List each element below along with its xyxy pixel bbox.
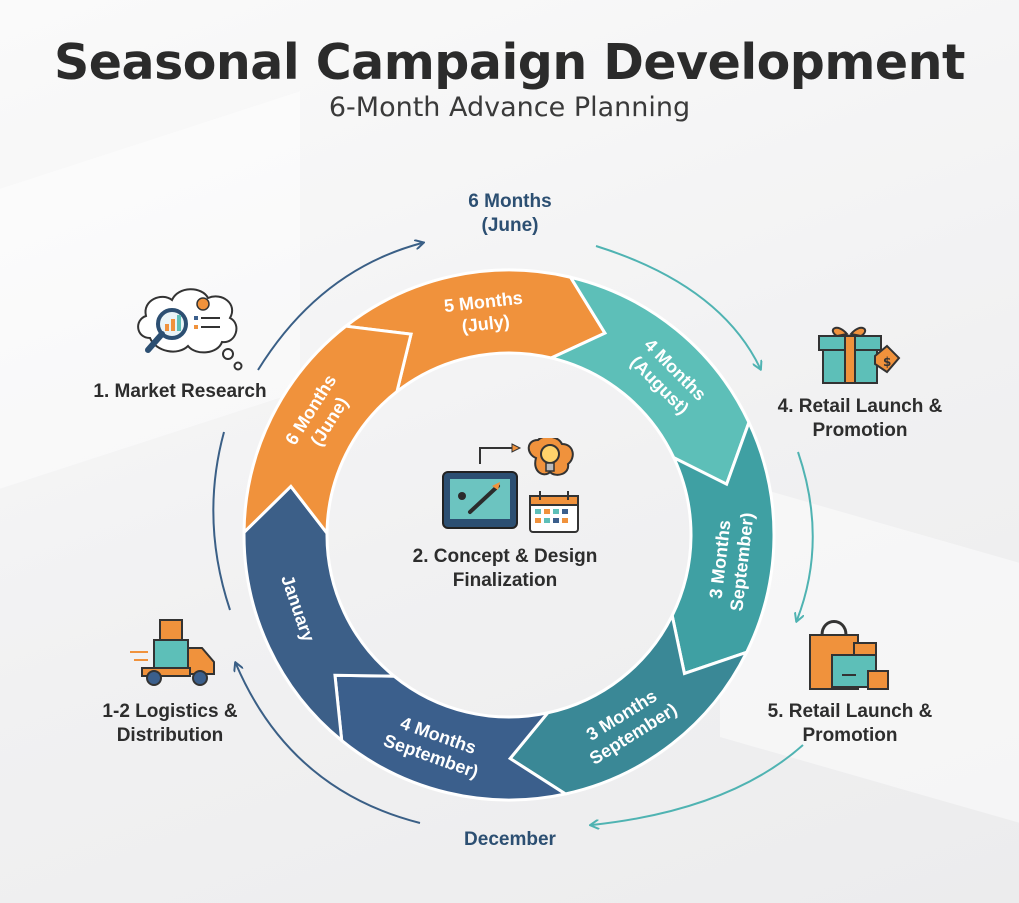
stage-logistics: 1-2 Logistics & Distribution bbox=[60, 700, 280, 748]
top-marker-line2: (June) bbox=[481, 215, 539, 236]
magnifier-chart-thought-icon bbox=[137, 288, 243, 371]
orbit-arrows bbox=[212, 243, 814, 825]
stage-retail-5-line2: Promotion bbox=[802, 725, 898, 746]
stage-retail-5-line1: 5. Retail Launch & bbox=[767, 701, 933, 722]
svg-text:$: $ bbox=[883, 355, 891, 369]
shopping-bag-packages-icon bbox=[809, 620, 889, 690]
arrow-june-to-retail bbox=[595, 245, 760, 368]
stage-logistics-line2: Distribution bbox=[116, 725, 224, 746]
delivery-truck-icon bbox=[130, 619, 215, 686]
arrow-retail-to-retail bbox=[797, 451, 814, 620]
stage-market-research: 1. Market Research bbox=[93, 381, 267, 402]
arrow-logistics-to-research bbox=[212, 431, 231, 611]
arrow-research-to-june bbox=[257, 243, 422, 371]
ring-segments bbox=[242, 268, 776, 802]
stage-concept-line2: Finalization bbox=[452, 570, 558, 591]
arrow-december-to-logistics bbox=[236, 664, 421, 824]
top-marker-line1: 6 Months bbox=[468, 191, 552, 212]
ring-segment-label: 3 MonthsSeptember) bbox=[705, 509, 758, 612]
bottom-marker: December bbox=[464, 829, 556, 850]
stage-concept-line1: 2. Concept & Design bbox=[412, 546, 598, 567]
stage-retail-launch-4: 4. Retail Launch & Promotion bbox=[745, 395, 975, 443]
stage-retail-launch-5: 5. Retail Launch & Promotion bbox=[735, 700, 965, 748]
stage-retail-4-line1: 4. Retail Launch & bbox=[777, 396, 943, 417]
page-subtitle: 6-Month Advance Planning bbox=[328, 92, 691, 123]
page-title: Seasonal Campaign Development bbox=[54, 34, 965, 91]
gift-box-price-tag-icon: $ bbox=[818, 326, 901, 384]
stage-logistics-line1: 1-2 Logistics & bbox=[102, 701, 238, 722]
stage-concept-design: 2. Concept & Design Finalization bbox=[380, 545, 630, 593]
ring-segment bbox=[242, 324, 413, 538]
arrow-retail-to-december bbox=[592, 744, 804, 825]
tablet-lightbulb-calendar-icon bbox=[442, 438, 579, 533]
stage-retail-4-line2: Promotion bbox=[812, 420, 908, 441]
top-marker: 6 Months (June) bbox=[420, 190, 600, 238]
